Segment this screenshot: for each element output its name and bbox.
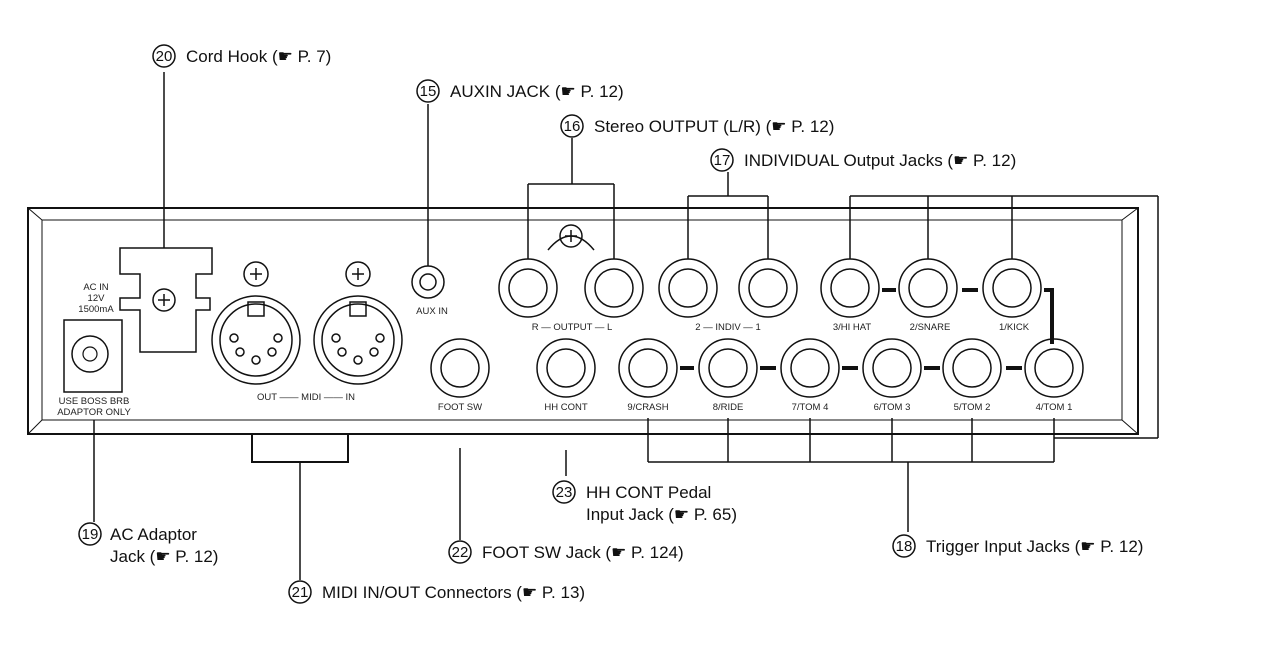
trigger-tom2-label: 5/TOM 2 <box>954 402 991 413</box>
leader-lines <box>93 72 1159 580</box>
trigger-tom1-jack[interactable] <box>1024 338 1084 398</box>
callout-18-number: 18 <box>896 538 913 555</box>
cord-hook <box>119 247 213 353</box>
callout-17-number: 17 <box>714 152 731 169</box>
trigger-snare-label: 2/SNARE <box>910 322 951 333</box>
use-boss-label-2: ADAPTOR ONLY <box>57 407 131 418</box>
trigger-hihat-jack[interactable] <box>820 258 880 318</box>
callout-20-number: 20 <box>156 48 173 65</box>
trigger-crash-jack[interactable] <box>618 338 678 398</box>
callout-22: 22 FOOT SW Jack (☛ P. 124) <box>448 540 684 564</box>
trigger-snare-jack[interactable] <box>898 258 958 318</box>
ac-in-label-1: AC IN <box>83 282 108 293</box>
trigger-kick-jack[interactable] <box>982 258 1042 318</box>
callout-23-number: 23 <box>556 484 573 501</box>
aux-in-label: AUX IN <box>416 306 448 317</box>
hh-cont-jack[interactable] <box>536 338 596 398</box>
callout-17: 17 INDIVIDUAL Output Jacks (☛ P. 12) <box>710 148 1016 172</box>
callout-22-text: FOOT SW Jack (☛ P. 124) <box>482 543 684 562</box>
trigger-tom4-label: 7/TOM 4 <box>792 402 829 413</box>
use-boss-label-1: USE BOSS BRB <box>59 396 130 407</box>
callout-23-line2: Input Jack (☛ P. 65) <box>586 505 737 524</box>
indiv-1-jack[interactable] <box>738 258 798 318</box>
callout-21-number: 21 <box>292 584 309 601</box>
foot-sw-jack[interactable] <box>430 338 490 398</box>
callout-20: 20 Cord Hook (☛ P. 7) <box>152 44 331 68</box>
midi-label: OUT —— MIDI —— IN <box>257 392 355 403</box>
trigger-tom3-label: 6/TOM 3 <box>874 402 911 413</box>
callout-21-text: MIDI IN/OUT Connectors (☛ P. 13) <box>322 583 585 602</box>
trigger-crash-label: 9/CRASH <box>627 402 668 413</box>
callout-15: 15 AUXIN JACK (☛ P. 12) <box>416 79 624 103</box>
indiv-label: 2 — INDIV — 1 <box>695 322 760 333</box>
callout-23: 23 HH CONT Pedal Input Jack (☛ P. 65) <box>552 480 737 524</box>
trigger-ride-jack[interactable] <box>698 338 758 398</box>
callout-17-text: INDIVIDUAL Output Jacks (☛ P. 12) <box>744 151 1016 170</box>
trigger-tom4-jack[interactable] <box>780 338 840 398</box>
trigger-tom2-jack[interactable] <box>942 338 1002 398</box>
callout-21: 21 MIDI IN/OUT Connectors (☛ P. 13) <box>288 580 585 604</box>
callout-19-number: 19 <box>82 526 99 543</box>
callout-18: 18 Trigger Input Jacks (☛ P. 12) <box>892 534 1143 558</box>
output-l-jack[interactable] <box>584 258 644 318</box>
trigger-hihat-label: 3/HI HAT <box>833 322 872 333</box>
output-r-jack[interactable] <box>498 258 558 318</box>
callout-19-line2: Jack (☛ P. 12) <box>110 547 218 566</box>
callout-16: 16 Stereo OUTPUT (L/R) (☛ P. 12) <box>560 114 834 138</box>
aux-in-jack[interactable] <box>411 265 445 299</box>
callout-18-text: Trigger Input Jacks (☛ P. 12) <box>926 537 1143 556</box>
trigger-chain <box>680 288 1054 370</box>
midi-in-connector[interactable] <box>313 261 403 385</box>
callout-22-number: 22 <box>452 544 469 561</box>
callout-15-text: AUXIN JACK (☛ P. 12) <box>450 82 624 101</box>
ac-in-label-2: 12V <box>88 293 106 304</box>
indiv-2-jack[interactable] <box>658 258 718 318</box>
callout-16-text: Stereo OUTPUT (L/R) (☛ P. 12) <box>594 117 834 136</box>
trigger-tom3-jack[interactable] <box>862 338 922 398</box>
ac-in-label-3: 1500mA <box>78 304 114 315</box>
trigger-tom1-label: 4/TOM 1 <box>1036 402 1073 413</box>
midi-out-connector[interactable] <box>211 261 301 385</box>
callout-20-text: Cord Hook (☛ P. 7) <box>186 47 331 66</box>
trigger-ride-label: 8/RIDE <box>713 402 744 413</box>
output-screw <box>547 224 595 251</box>
callout-16-number: 16 <box>564 118 581 135</box>
callout-15-number: 15 <box>420 83 437 100</box>
foot-sw-label: FOOT SW <box>438 402 482 413</box>
callout-23-line1: HH CONT Pedal <box>586 483 711 502</box>
callout-19: 19 AC Adaptor Jack (☛ P. 12) <box>78 522 218 566</box>
device-body <box>27 207 1139 463</box>
output-label: R — OUTPUT — L <box>532 322 613 333</box>
trigger-kick-label: 1/KICK <box>999 322 1030 333</box>
hh-cont-label: HH CONT <box>544 402 587 413</box>
ac-adaptor-jack[interactable] <box>63 319 123 393</box>
callout-19-line1: AC Adaptor <box>110 525 197 544</box>
